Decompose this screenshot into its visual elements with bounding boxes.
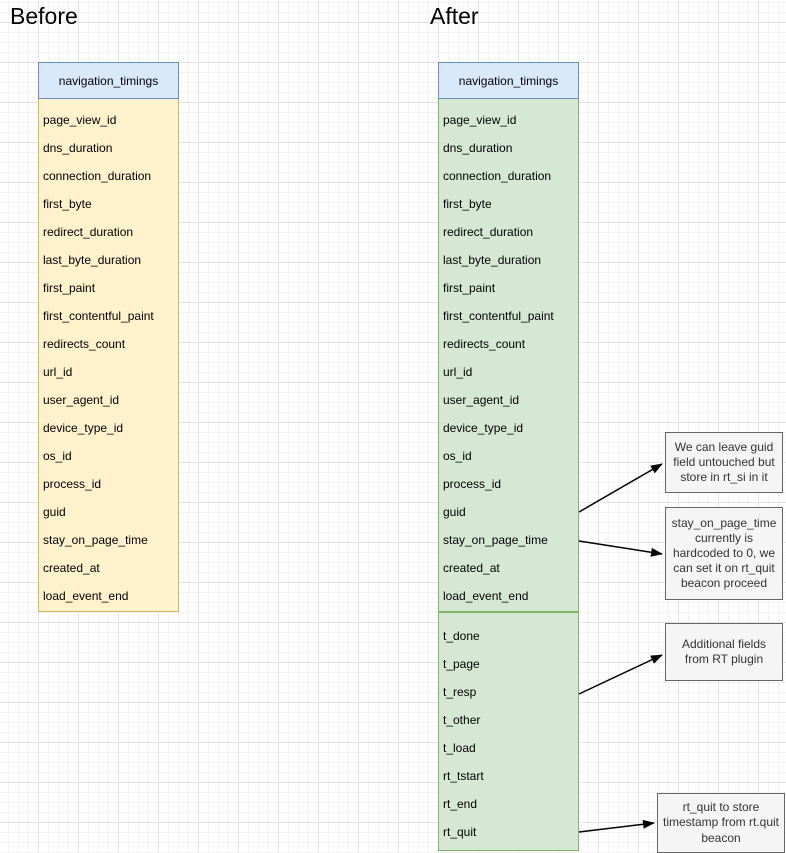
field-row: dns_duration (443, 141, 513, 155)
before-table-header: navigation_timings (38, 62, 179, 99)
field-row: t_done (443, 629, 480, 643)
before-title: Before (10, 3, 78, 29)
field-row: url_id (443, 365, 473, 379)
field-row: page_view_id (43, 113, 117, 127)
field-row: connection_duration (443, 169, 552, 183)
field-row: load_event_end (43, 589, 129, 603)
note-rt-quit: rt_quit to store timestamp from rt.quit … (657, 793, 785, 853)
field-row: last_byte_duration (43, 253, 142, 267)
field-row: stay_on_page_time (43, 533, 148, 547)
field-row: rt_tstart (443, 769, 484, 783)
field-row: process_id (43, 477, 102, 491)
field-row: guid (443, 505, 466, 519)
field-row: t_resp (443, 685, 477, 699)
field-row: connection_duration (43, 169, 152, 183)
field-row: guid (43, 505, 66, 519)
after-table-extra-body: t_done t_page t_resp t_other t_load rt_t… (438, 612, 579, 851)
before-table-body: page_view_id dns_duration connection_dur… (38, 99, 179, 612)
field-row: last_byte_duration (443, 253, 542, 267)
after-table-header: navigation_timings (438, 62, 579, 99)
arrow-rt-plugin-fields (578, 654, 663, 695)
field-row: first_byte (443, 197, 492, 211)
field-row: load_event_end (443, 589, 529, 603)
field-row: url_id (43, 365, 73, 379)
field-row: os_id (43, 449, 72, 463)
field-row: redirect_duration (43, 225, 134, 239)
note-rt-plugin-fields: Additional fields from RT plugin (665, 623, 783, 681)
field-row: first_contentful_paint (443, 309, 554, 323)
arrow-stay-on-page-time (578, 540, 663, 557)
field-row: t_load (443, 741, 476, 755)
field-row: user_agent_id (443, 393, 520, 407)
field-row: first_byte (43, 197, 92, 211)
field-row: first_contentful_paint (43, 309, 154, 323)
field-row: process_id (443, 477, 502, 491)
field-row: t_other (443, 713, 481, 727)
arrow-rt-quit (578, 819, 655, 833)
field-row: stay_on_page_time (443, 533, 548, 547)
field-row: device_type_id (443, 421, 524, 435)
note-guid: We can leave guid field untouched but st… (665, 432, 783, 493)
field-row: os_id (443, 449, 472, 463)
field-row: first_paint (443, 281, 496, 295)
field-row: device_type_id (43, 421, 124, 435)
field-row: dns_duration (43, 141, 113, 155)
field-row: created_at (443, 561, 500, 575)
field-row: redirect_duration (443, 225, 534, 239)
field-row: t_page (443, 657, 480, 671)
after-table-body: page_view_id dns_duration connection_dur… (438, 99, 579, 612)
field-row: redirects_count (443, 337, 526, 351)
field-row: rt_quit (443, 825, 477, 839)
field-row: user_agent_id (43, 393, 120, 407)
field-row: page_view_id (443, 113, 517, 127)
field-row: rt_end (443, 797, 478, 811)
field-row: first_paint (43, 281, 96, 295)
arrow-guid (578, 463, 663, 513)
field-row: redirects_count (43, 337, 126, 351)
field-row: created_at (43, 561, 100, 575)
after-title: After (430, 3, 479, 29)
note-stay-on-page-time: stay_on_page_time currently is hardcoded… (665, 507, 783, 600)
